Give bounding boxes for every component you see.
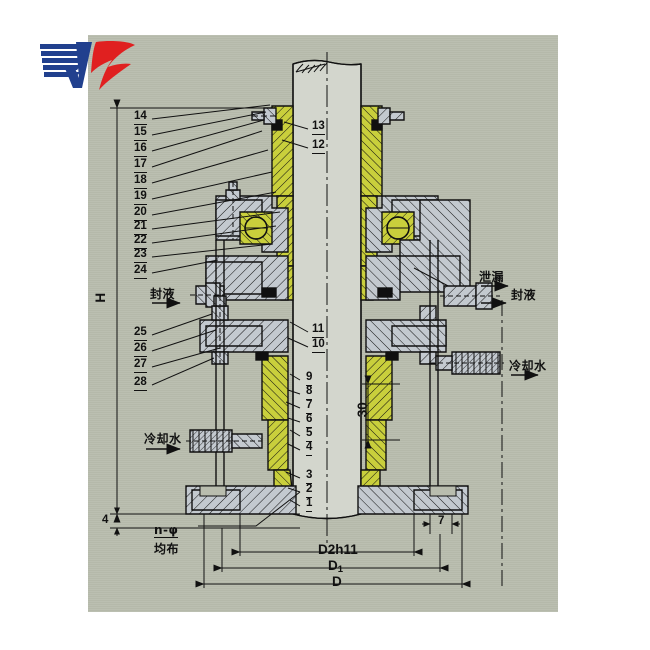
gland-stud-nut xyxy=(225,181,241,240)
flow-arrows xyxy=(146,280,539,455)
callout-22: 22 xyxy=(134,234,147,249)
seal-liquid-port-right xyxy=(440,282,500,310)
label-seal-liquid-left: 封液 xyxy=(150,287,176,301)
callout-23: 23 xyxy=(134,248,147,263)
dimension-D1-subscript: 1 xyxy=(337,564,344,575)
dimension-30: 30 xyxy=(354,402,370,418)
top-bolt-left xyxy=(251,107,277,125)
callout-5: 5 xyxy=(306,427,313,442)
callout-9: 9 xyxy=(306,371,313,386)
oring-right xyxy=(377,287,393,298)
callout-6: 6 xyxy=(306,413,313,428)
key-block-upper xyxy=(271,119,283,131)
callout-20: 20 xyxy=(134,206,147,221)
top-bolt-right xyxy=(377,107,405,125)
taper-line xyxy=(413,267,453,289)
dimension-D1: D1 xyxy=(328,559,343,575)
dimension-4: 4 xyxy=(102,514,109,526)
callout-27: 27 xyxy=(134,358,147,373)
dimension-D1-letter: D xyxy=(328,558,338,573)
assembly-geometry xyxy=(110,52,539,590)
label-seal-liquid-right: 封液 xyxy=(511,288,537,302)
callout-3: 3 xyxy=(306,469,313,484)
callout-2: 2 xyxy=(306,483,313,498)
bronze-ring-bottom xyxy=(267,419,289,471)
logo-blue-v xyxy=(40,42,92,88)
dimension-D: D xyxy=(332,574,342,589)
label-leakage-right: 泄漏 xyxy=(479,270,505,284)
cooling-water-port-left xyxy=(186,429,263,453)
seal-cavity-right xyxy=(381,211,415,245)
callout-25: 25 xyxy=(134,326,147,341)
callout-28: 28 xyxy=(134,376,147,391)
callout-15: 15 xyxy=(134,126,147,141)
callout-17: 17 xyxy=(134,158,147,173)
leader-lines xyxy=(151,104,309,527)
callout-8: 8 xyxy=(306,385,313,400)
callout-4: 4 xyxy=(306,441,313,456)
dimension-H: H xyxy=(93,292,109,303)
callout-18: 18 xyxy=(134,174,147,189)
dimension-7: 7 xyxy=(438,515,445,527)
callout-21: 21 xyxy=(134,220,147,235)
callout-11: 11 xyxy=(312,323,325,338)
callout-1: 1 xyxy=(306,497,313,512)
callout-10: 10 xyxy=(312,338,325,353)
oring-lower-right xyxy=(385,351,399,361)
oring-lower-left xyxy=(255,351,269,361)
tie-rod-right xyxy=(429,240,439,486)
callout-19: 19 xyxy=(134,190,147,205)
right-half-assembly xyxy=(357,105,504,515)
base-recess-left xyxy=(199,485,227,497)
break-hatch xyxy=(295,62,328,74)
key-block-upper-r xyxy=(371,119,383,131)
left-half-assembly xyxy=(185,105,297,515)
logo-red-bolt xyxy=(91,41,135,90)
base-recess-right xyxy=(429,485,457,497)
callout-12: 12 xyxy=(312,139,325,154)
cooling-water-port-right xyxy=(430,351,504,375)
bronze-ring-bottom-r xyxy=(365,419,387,471)
label-bolt-circle: n-φ xyxy=(154,523,179,538)
callout-13: 13 xyxy=(312,120,325,135)
dimension-D2h11: D2h11 xyxy=(318,542,358,557)
callout-16: 16 xyxy=(134,142,147,157)
callout-26: 26 xyxy=(134,342,147,357)
label-cooling-water-left: 冷却水 xyxy=(144,432,182,446)
dimension-lines xyxy=(110,99,471,588)
label-bolt-circle-distribution: 均布 xyxy=(154,542,180,556)
oring-left xyxy=(261,287,277,298)
callout-14: 14 xyxy=(134,110,147,125)
company-logo xyxy=(40,41,135,90)
bronze-ring-lower xyxy=(261,355,289,421)
callout-7: 7 xyxy=(306,399,313,414)
callout-24: 24 xyxy=(134,264,147,279)
bronze-ring-lower-r xyxy=(365,355,393,421)
label-cooling-water-right: 冷却水 xyxy=(509,359,547,373)
